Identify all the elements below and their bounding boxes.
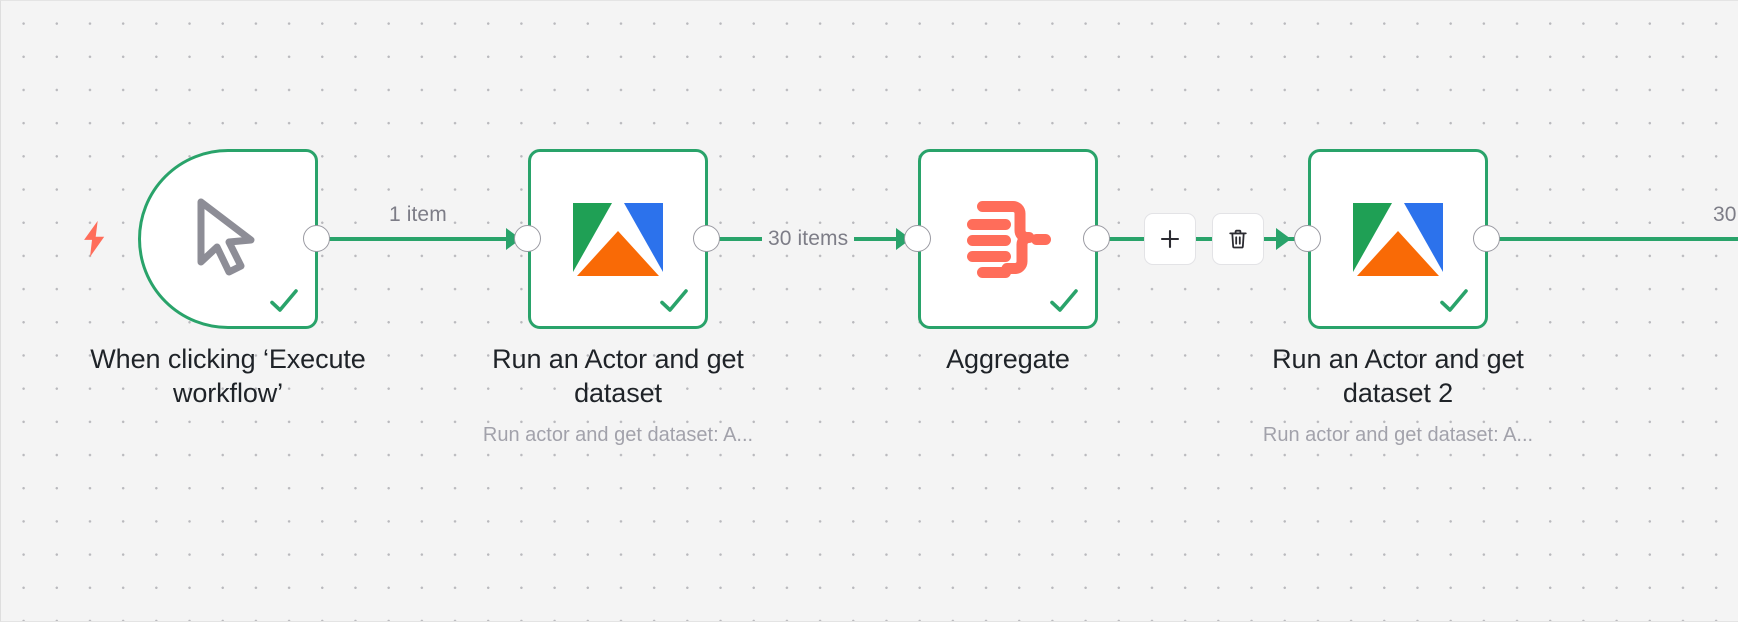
connection-label-2: 30 items	[762, 227, 855, 251]
connection-trigger-to-apify-1[interactable]	[329, 237, 519, 241]
input-endpoint-apify-1[interactable]	[514, 225, 541, 252]
trigger-bolt-icon	[84, 220, 105, 257]
status-check-icon	[1050, 289, 1078, 312]
connection-label-1: 1 item	[383, 203, 453, 227]
status-check-icon	[660, 289, 688, 312]
node-run-an-actor-and-get-dataset[interactable]	[528, 149, 708, 329]
output-endpoint-apify-2[interactable]	[1473, 225, 1500, 252]
connection-apify-2-to-next[interactable]	[1499, 237, 1738, 241]
apify-logo-icon	[1353, 203, 1443, 276]
cursor-pointer-icon	[197, 198, 255, 276]
output-endpoint-aggregate[interactable]	[1083, 225, 1110, 252]
connection-label-4: 30	[1707, 203, 1738, 227]
trash-icon	[1229, 229, 1247, 249]
output-endpoint-trigger[interactable]	[303, 225, 330, 252]
node-title-aggregate: Aggregate	[946, 344, 1070, 374]
status-check-icon	[270, 289, 298, 312]
connection-arrow-3	[1276, 228, 1291, 250]
add-node-button[interactable]	[1144, 213, 1196, 265]
node-title-run-an-actor-and-get-dataset: Run an Actor and get dataset	[492, 344, 744, 409]
node-aggregate[interactable]	[918, 149, 1098, 329]
status-check-icon	[1440, 289, 1468, 312]
node-subtitle-run-an-actor-and-get-dataset-2: Run actor and get dataset: A...	[1262, 424, 1534, 446]
node-run-an-actor-and-get-dataset-2[interactable]	[1308, 149, 1488, 329]
input-endpoint-apify-2[interactable]	[1294, 225, 1321, 252]
node-subtitle-run-an-actor-and-get-dataset: Run actor and get dataset: A...	[482, 424, 754, 446]
node-title-manual-trigger: When clicking ‘Execute workflow’	[90, 344, 366, 409]
delete-connection-button[interactable]	[1212, 213, 1264, 265]
node-title-run-an-actor-and-get-dataset-2: Run an Actor and get dataset 2	[1272, 344, 1524, 409]
input-endpoint-aggregate[interactable]	[904, 225, 931, 252]
connection-aggregate-to-apify-2[interactable]	[1109, 237, 1299, 241]
plus-icon	[1160, 229, 1180, 249]
node-manual-trigger[interactable]	[138, 149, 318, 329]
output-endpoint-apify-1[interactable]	[693, 225, 720, 252]
aggregate-merge-icon	[967, 201, 1051, 278]
apify-logo-icon	[573, 203, 663, 276]
